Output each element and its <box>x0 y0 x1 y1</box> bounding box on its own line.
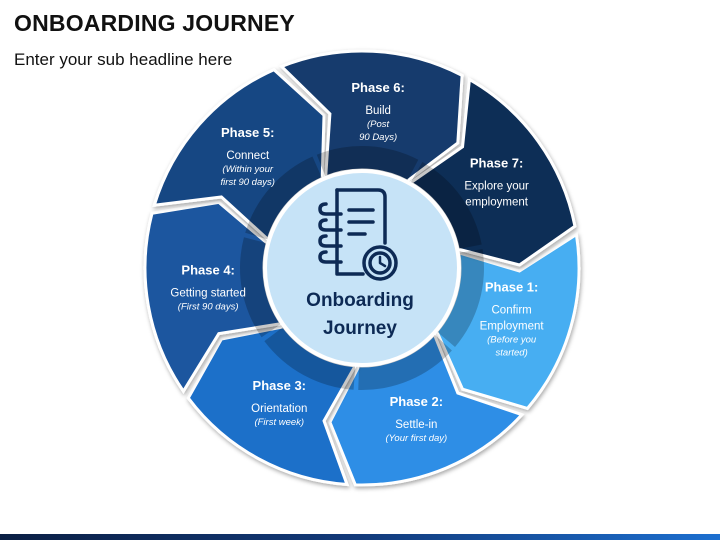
phase-3-title: Phase 3: <box>253 378 306 393</box>
phase-1-description: Confirm <box>492 305 532 317</box>
phase-2-title: Phase 2: <box>390 394 443 409</box>
phase-5-timeframe: first 90 days) <box>221 177 275 188</box>
phase-6-description: Build <box>365 105 391 117</box>
phase-1-title: Phase 1: <box>485 280 538 295</box>
phase-6-title: Phase 6: <box>351 80 404 95</box>
phase-3-description: Orientation <box>251 403 307 415</box>
phase-3-inner-band <box>264 326 356 390</box>
phase-segments <box>143 49 581 487</box>
phase-7-inner-band <box>410 161 482 250</box>
phase-7-description: employment <box>465 197 528 209</box>
page-subtitle: Enter your sub headline here <box>14 50 233 69</box>
phase-5-description: Connect <box>226 150 270 162</box>
phase-4-inner-band <box>240 237 282 338</box>
phase-2-timeframe: (Your first day) <box>385 433 447 444</box>
center-label-line1: Onboarding <box>306 290 414 311</box>
phase-5-inner-band <box>245 156 323 240</box>
phase-1-timeframe: started) <box>496 348 528 359</box>
center-label-line2: Journey <box>323 318 397 339</box>
phase-1-inner-band <box>436 249 484 347</box>
phase-4-title: Phase 4: <box>181 262 234 277</box>
notebook-with-clock-icon <box>318 188 398 281</box>
phase-6-timeframe: (Post <box>367 119 390 130</box>
phase-1-description: Employment <box>480 321 545 333</box>
phase-6-timeframe: 90 Days) <box>359 132 397 143</box>
phase-7-title: Phase 7: <box>470 156 523 171</box>
phase-5-timeframe: (Within your <box>222 164 273 175</box>
bottom-accent-bar <box>0 534 720 540</box>
page-title: ONBOARDING JOURNEY <box>14 10 295 36</box>
phase-4-timeframe: (First 90 days) <box>178 301 239 312</box>
phase-5-title: Phase 5: <box>221 125 274 140</box>
phase-2-inner-band <box>358 334 452 390</box>
inner-ring <box>240 146 484 390</box>
phase-4-description: Getting started <box>170 287 245 299</box>
phase-6-inner-band <box>316 146 419 182</box>
phase-2-description: Settle-in <box>395 419 437 431</box>
phase-1-timeframe: (Before you <box>487 335 537 346</box>
phase-3-timeframe: (First week) <box>254 417 304 428</box>
phase-7-description: Explore your <box>464 181 529 193</box>
center-circle <box>263 169 461 367</box>
